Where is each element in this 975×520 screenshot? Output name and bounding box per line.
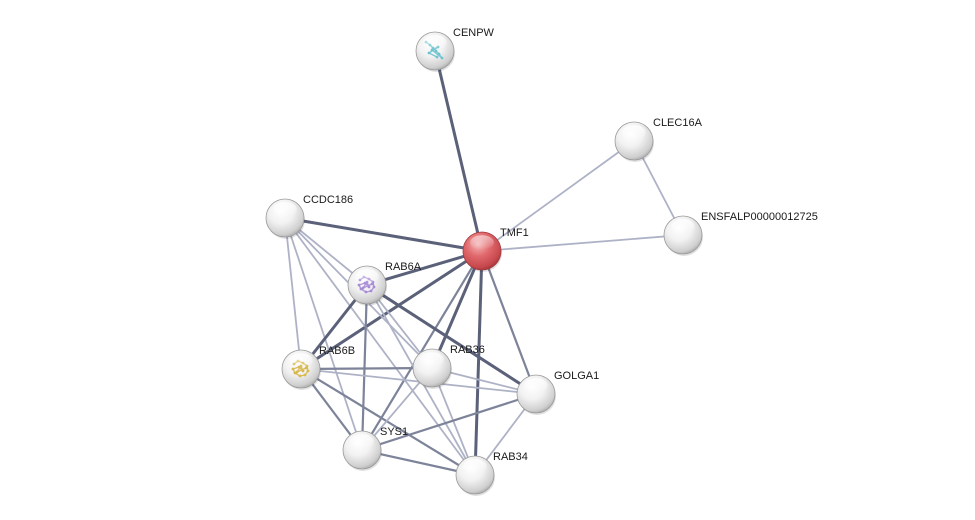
- node-highlight: [470, 235, 494, 250]
- node-highlight: [524, 378, 548, 393]
- edge-rab6b-rab34[interactable]: [299, 367, 477, 477]
- edge-tmf1-clec16a[interactable]: [481, 140, 635, 252]
- node-label-rab36: RAB36: [450, 344, 485, 356]
- edge-rab6a-golga1[interactable]: [365, 283, 538, 396]
- node-highlight: [671, 219, 695, 234]
- node-clec16a[interactable]: CLEC16A: [614, 117, 703, 162]
- node-highlight: [350, 434, 374, 449]
- edge-tmf1-rab34[interactable]: [473, 249, 484, 477]
- node-cenpw[interactable]: CENPW: [415, 27, 495, 72]
- edge-ccdc186-sys1[interactable]: [284, 217, 363, 451]
- edge-tmf1-cenpw[interactable]: [433, 49, 484, 253]
- node-golga1[interactable]: GOLGA1: [516, 370, 599, 415]
- node-rab6a[interactable]: RAB6A: [347, 261, 422, 306]
- node-label-cenpw: CENPW: [453, 27, 495, 39]
- edge-tmf1-sys1[interactable]: [360, 249, 484, 452]
- node-sys1[interactable]: SYS1: [342, 426, 408, 471]
- node-label-rab34: RAB34: [493, 451, 528, 463]
- node-rab6b[interactable]: RAB6B: [281, 345, 355, 390]
- node-label-sys1: SYS1: [380, 426, 408, 438]
- node-label-tmf1: TMF1: [500, 227, 529, 239]
- node-label-ensfalp: ENSFALP00000012725: [701, 211, 818, 223]
- node-ensfalp[interactable]: ENSFALP00000012725: [663, 211, 818, 256]
- node-highlight: [289, 353, 313, 368]
- node-rab34[interactable]: RAB34: [455, 451, 528, 496]
- node-highlight: [273, 202, 297, 217]
- node-rab36[interactable]: RAB36: [412, 344, 485, 389]
- node-label-rab6b: RAB6B: [319, 345, 355, 357]
- node-highlight: [423, 35, 447, 50]
- edge-golga1-sys1[interactable]: [360, 392, 538, 452]
- node-highlight: [420, 352, 444, 367]
- node-highlight: [463, 459, 487, 474]
- edge-tmf1-ccdc186[interactable]: [283, 216, 484, 253]
- edge-tmf1-rab6b[interactable]: [299, 249, 484, 371]
- node-label-clec16a: CLEC16A: [653, 117, 703, 129]
- edge-tmf1-rab6a[interactable]: [365, 249, 484, 287]
- node-highlight: [355, 269, 379, 284]
- edge-ccdc186-rab34[interactable]: [284, 217, 476, 476]
- edge-tmf1-golga1[interactable]: [480, 249, 538, 396]
- edge-rab6b-rab36[interactable]: [299, 366, 434, 371]
- node-label-ccdc186: CCDC186: [303, 194, 353, 206]
- edge-ccdc186-rab6b[interactable]: [284, 217, 302, 370]
- node-label-golga1: GOLGA1: [554, 370, 599, 382]
- edge-tmf1-rab36[interactable]: [430, 249, 484, 370]
- edge-tmf1-ensfalp[interactable]: [481, 234, 684, 252]
- node-highlight: [622, 125, 646, 140]
- node-ccdc186[interactable]: CCDC186: [265, 194, 353, 239]
- node-label-rab6a: RAB6A: [385, 261, 422, 273]
- node-tmf1[interactable]: TMF1: [462, 227, 529, 272]
